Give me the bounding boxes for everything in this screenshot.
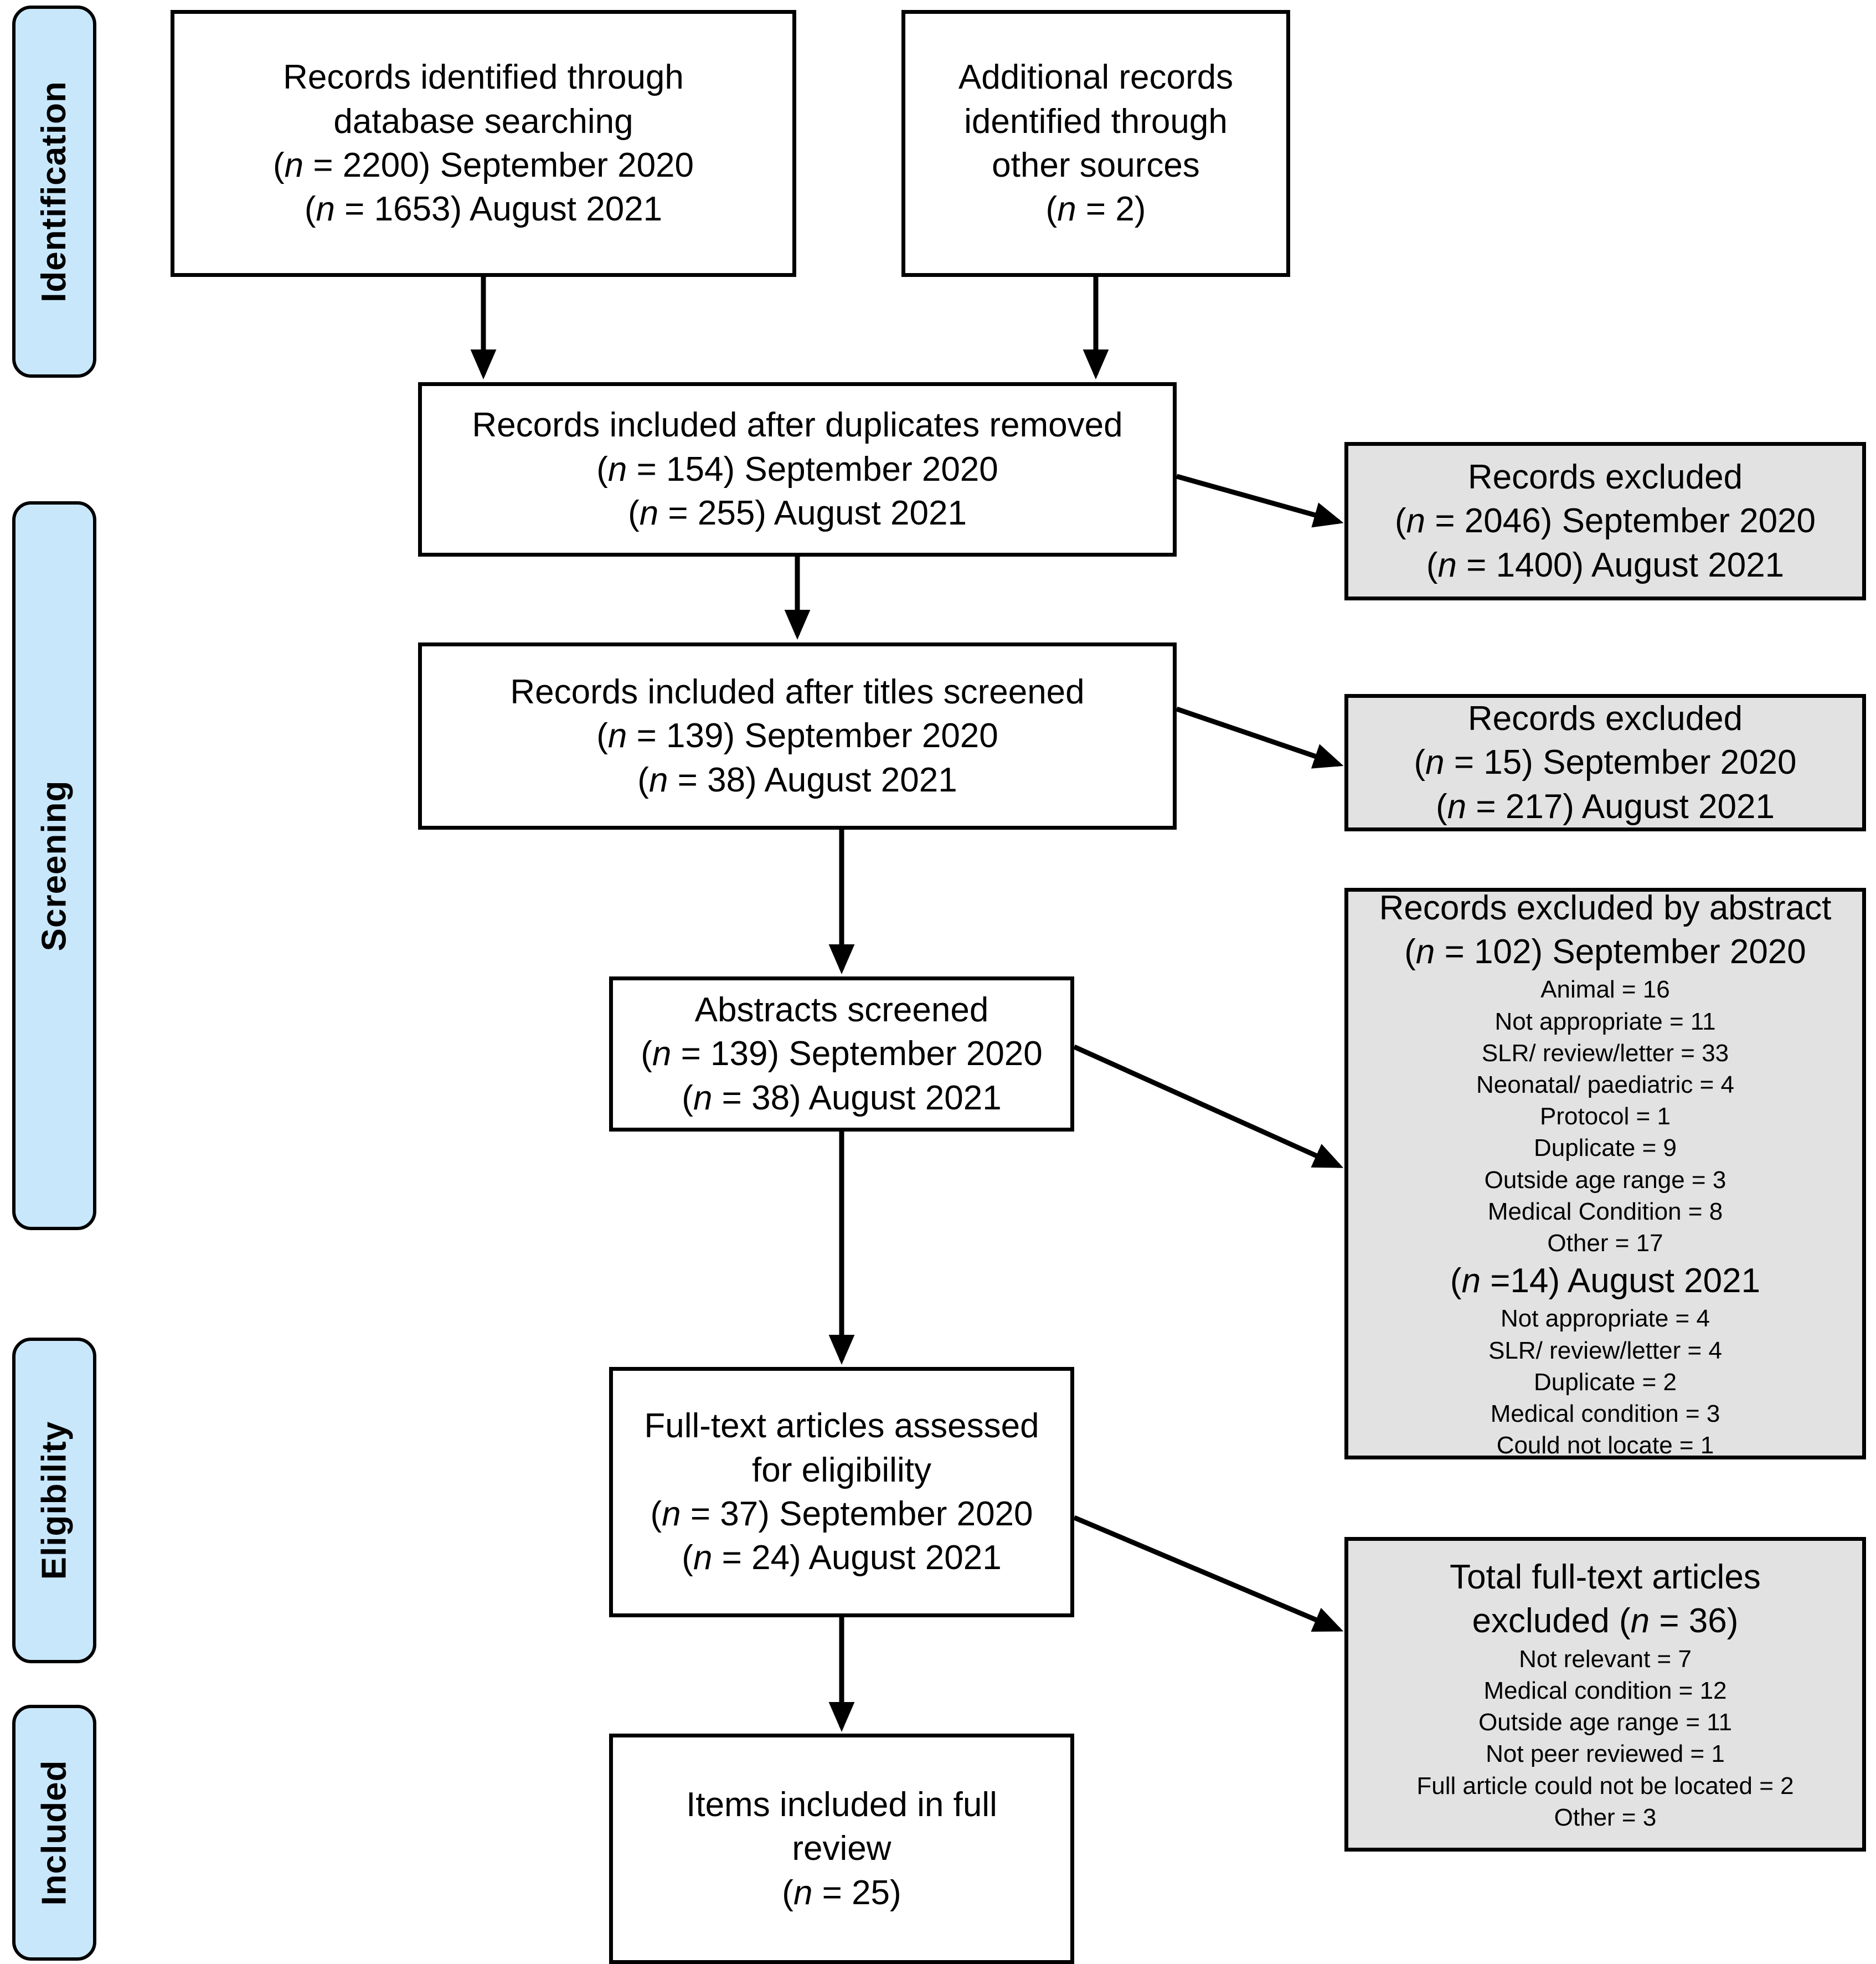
abstracts-screened-count-aug2021: (n = 38) August 2021 [682, 1078, 1002, 1117]
after-duplicates-title: Records included after duplicates remove… [472, 406, 1123, 445]
stage-pill-eligibility: Eligibility [12, 1338, 96, 1663]
excluded-fulltext-title-line2: excluded (n = 36) [1472, 1602, 1739, 1641]
excluded-abstract-count-sep2020: (n = 102) September 2020 [1404, 933, 1806, 971]
after-duplicates-count-aug2021: (n = 255) August 2021 [628, 494, 967, 533]
after-titles-title: Records included after titles screened [510, 672, 1085, 711]
after-titles-count-sep2020: (n = 139) September 2020 [596, 717, 998, 755]
box-after-titles-screened: Records included after titles screened (… [418, 642, 1177, 830]
records-identified-title-line2: database searching [333, 102, 633, 141]
stage-label-screening: Screening [35, 780, 73, 952]
box-after-duplicates-removed: Records included after duplicates remove… [418, 382, 1177, 557]
box-items-included: Items included in full review (n = 25) [609, 1734, 1074, 1964]
stage-pill-identification: Identification [12, 6, 96, 378]
items-included-title-line2: review [792, 1829, 891, 1868]
excluded-abstract-reason-aug-2: Duplicate = 2 [1533, 1368, 1677, 1396]
arrow-abstracts-to-excluded [1073, 1044, 1344, 1169]
excluded-titles-count-aug2021: (n = 217) August 2021 [1436, 787, 1775, 826]
additional-records-title-line1: Additional records [958, 58, 1234, 97]
box-excluded-by-abstract: Records excluded by abstract (n = 102) S… [1344, 888, 1866, 1459]
arrow-titles-to-excluded [1176, 706, 1344, 769]
excluded-fulltext-reason-0: Not relevant = 7 [1519, 1645, 1692, 1673]
excluded-abstract-title: Records excluded by abstract [1379, 888, 1832, 927]
excluded-abstract-reason-sep-3: Neonatal/ paediatric = 4 [1476, 1071, 1734, 1098]
box-abstracts-screened: Abstracts screened (n = 139) September 2… [609, 976, 1074, 1132]
fulltext-assessed-count-aug2021: (n = 24) August 2021 [682, 1539, 1002, 1577]
box-excluded-fulltext: Total full-text articles excluded (n = 3… [1344, 1537, 1866, 1852]
after-duplicates-count-sep2020: (n = 154) September 2020 [596, 450, 998, 489]
excluded-abstract-reason-aug-3: Medical condition = 3 [1490, 1400, 1720, 1427]
excluded-fulltext-reason-2: Outside age range = 11 [1478, 1709, 1732, 1736]
excluded-abstract-reason-sep-1: Not appropriate = 11 [1494, 1007, 1716, 1035]
additional-records-count: (n = 2) [1045, 190, 1146, 229]
excluded-abstract-reason-aug-0: Not appropriate = 4 [1501, 1305, 1710, 1333]
stage-pill-included: Included [12, 1705, 96, 1961]
excluded-titles-count-sep2020: (n = 15) September 2020 [1414, 743, 1797, 782]
excluded-fulltext-reason-4: Full article could not be located = 2 [1416, 1772, 1794, 1800]
excluded-abstract-reason-sep-4: Protocol = 1 [1539, 1103, 1671, 1130]
items-included-count: (n = 25) [782, 1873, 901, 1912]
records-identified-count-aug2021: (n = 1653) August 2021 [304, 190, 663, 229]
fulltext-assessed-title-line2: for eligibility [752, 1451, 931, 1489]
excluded-duplicates-title: Records excluded [1467, 457, 1743, 496]
abstracts-screened-count-sep2020: (n = 139) September 2020 [641, 1035, 1043, 1073]
excluded-abstract-reason-sep-5: Duplicate = 9 [1533, 1134, 1677, 1162]
excluded-abstract-reason-sep-2: SLR/ review/letter = 33 [1481, 1039, 1729, 1067]
arrow-duplicates-to-excluded [1176, 474, 1344, 528]
excluded-duplicates-count-sep2020: (n = 2046) September 2020 [1394, 502, 1816, 541]
excluded-abstract-reason-sep-7: Medical Condition = 8 [1487, 1197, 1723, 1225]
excluded-abstract-reason-sep-6: Outside age range = 3 [1484, 1166, 1726, 1194]
excluded-abstract-reason-aug-4: Could not locate = 1 [1496, 1432, 1714, 1459]
excluded-titles-title: Records excluded [1467, 699, 1743, 738]
additional-records-title-line3: other sources [992, 146, 1200, 184]
stage-label-identification: Identification [35, 81, 73, 302]
abstracts-screened-title: Abstracts screened [694, 990, 989, 1029]
excluded-abstract-reason-sep-8: Other = 17 [1547, 1229, 1663, 1257]
excluded-fulltext-title-line1: Total full-text articles [1450, 1558, 1761, 1597]
fulltext-assessed-title-line1: Full-text articles assessed [644, 1407, 1039, 1446]
excluded-fulltext-reason-3: Not peer reviewed = 1 [1486, 1740, 1725, 1768]
after-titles-count-aug2021: (n = 38) August 2021 [637, 760, 957, 799]
arrow-fulltext-to-excluded [1073, 1515, 1344, 1632]
stage-pill-screening: Screening [12, 501, 96, 1230]
records-identified-title-line1: Records identified through [283, 58, 684, 97]
stage-label-included: Included [35, 1760, 73, 1906]
records-identified-count-sep2020: (n = 2200) September 2020 [272, 146, 694, 184]
excluded-duplicates-count-aug2021: (n = 1400) August 2021 [1426, 546, 1785, 584]
excluded-abstract-reason-sep-0: Animal = 16 [1540, 976, 1670, 1004]
excluded-fulltext-reason-1: Medical condition = 12 [1483, 1677, 1727, 1704]
excluded-abstract-reason-aug-1: SLR/ review/letter = 4 [1488, 1336, 1722, 1364]
box-records-identified: Records identified through database sear… [171, 10, 796, 277]
fulltext-assessed-count-sep2020: (n = 37) September 2020 [650, 1495, 1033, 1533]
excluded-abstract-count-aug2021: (n =14) August 2021 [1450, 1262, 1761, 1300]
box-excluded-after-titles: Records excluded (n = 15) September 2020… [1344, 694, 1866, 831]
box-excluded-after-duplicates: Records excluded (n = 2046) September 20… [1344, 442, 1866, 600]
excluded-fulltext-reason-5: Other = 3 [1554, 1803, 1657, 1831]
box-fulltext-assessed: Full-text articles assessed for eligibil… [609, 1367, 1074, 1617]
box-additional-records: Additional records identified through ot… [901, 10, 1290, 277]
additional-records-title-line2: identified through [964, 102, 1228, 141]
stage-label-eligibility: Eligibility [35, 1421, 73, 1580]
items-included-title-line1: Items included in full [686, 1785, 997, 1824]
